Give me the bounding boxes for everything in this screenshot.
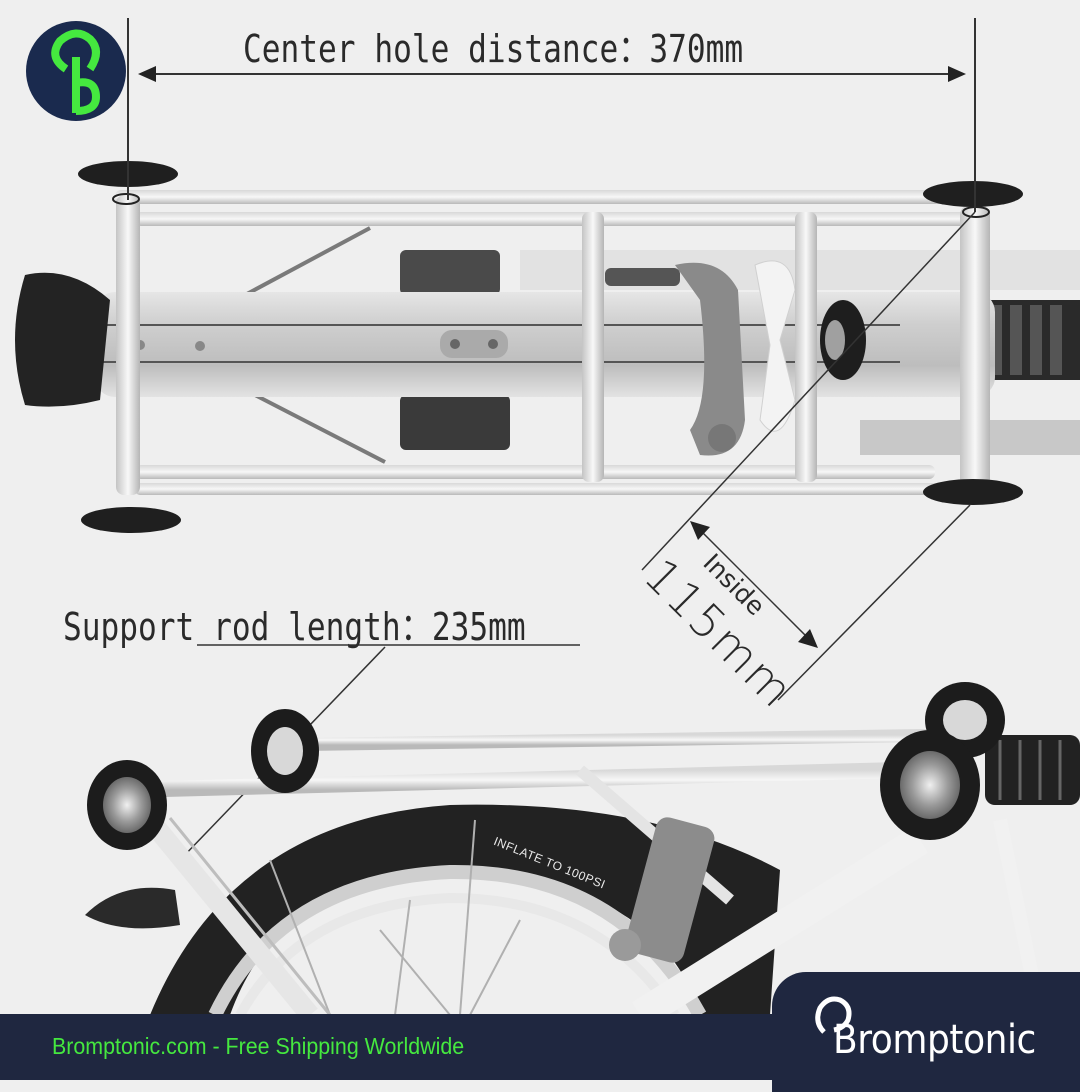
top-view-rack [15, 161, 1080, 533]
support-rod-length-label: Support rod length：235mm [63, 605, 526, 649]
footer-tagline: Bromptonic.com - Free Shipping Worldwide [52, 1033, 465, 1059]
brand-b-loop-icon [815, 996, 852, 1034]
bromptonic-logo-badge [26, 21, 126, 121]
bromptonic-b-logo-icon [51, 29, 101, 115]
side-view-rack [85, 682, 1080, 1028]
dimension-lines [127, 18, 976, 861]
footer-brand-name: Bromptonic [833, 1017, 1036, 1063]
center-hole-distance-label: Center hole distance：370mm [243, 27, 744, 71]
